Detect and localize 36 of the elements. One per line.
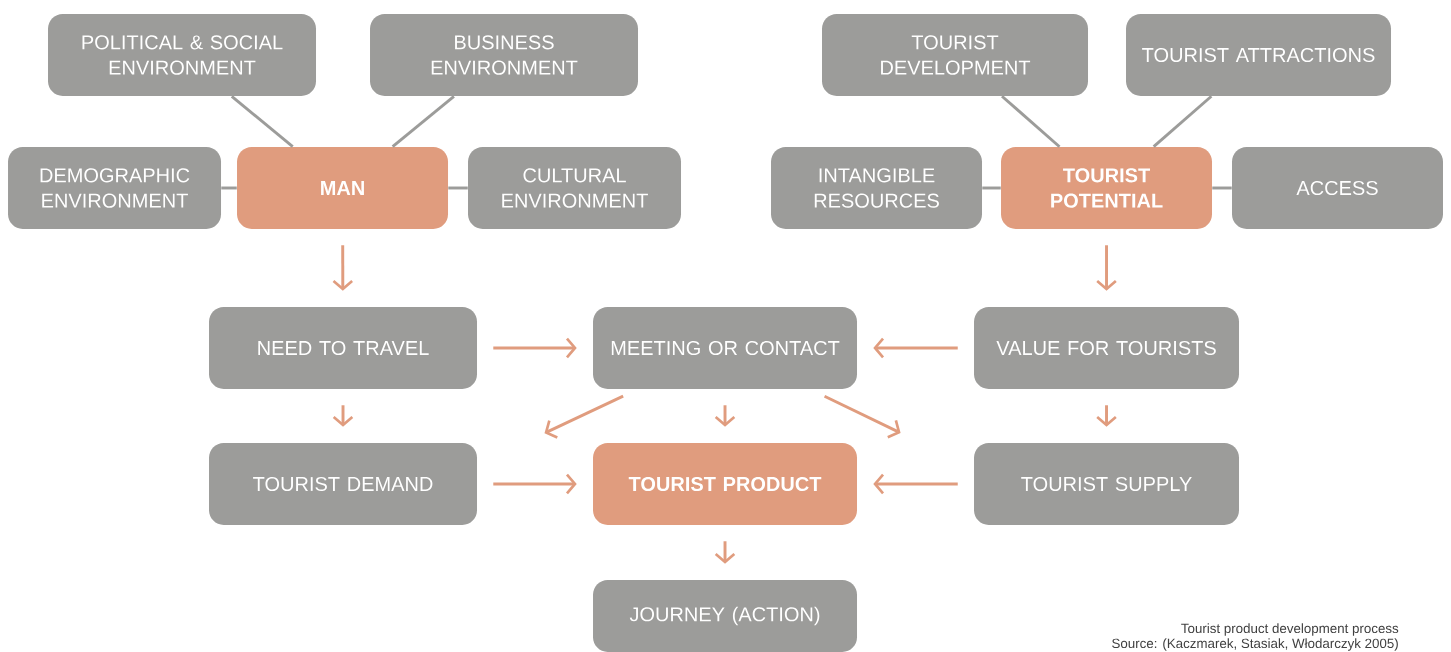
highlight-box: MAN (237, 147, 448, 229)
highlight-box: TOURIST POTENTIAL (1001, 147, 1212, 229)
arrow (714, 541, 736, 564)
process-box: ACCESS (1232, 147, 1443, 229)
process-box: TOURIST DEMAND (209, 443, 477, 525)
process-box: INTANGIBLE RESOURCES (771, 147, 982, 229)
connector-line (448, 186, 468, 190)
arrow (873, 473, 958, 495)
process-box: NEED TO TRAVEL (209, 307, 477, 389)
process-box: POLITICAL & SOCIAL ENVIRONMENT (48, 14, 316, 96)
connector-line (1001, 95, 1061, 148)
arrow (332, 245, 353, 291)
process-box: CULTURAL ENVIRONMENT (468, 147, 681, 229)
source-note: Source: (Kaczmarek, Stasiak, Włodarczyk 2005) (1112, 638, 1398, 651)
connector-line (1152, 95, 1213, 148)
arrow (823, 394, 901, 439)
arrow (1096, 245, 1117, 291)
connector-line (982, 186, 1001, 190)
process-box: TOURIST ATTRACTIONS (1126, 14, 1391, 96)
process-box: TOURIST DEVELOPMENT (822, 14, 1088, 96)
process-box: MEETING OR CONTACT (593, 307, 857, 389)
arrow (493, 473, 577, 495)
process-box: TOURIST SUPPLY (974, 443, 1239, 525)
arrow (544, 394, 624, 439)
arrow (873, 337, 958, 359)
process-box: JOURNEY (ACTION) (593, 580, 857, 652)
process-box: BUSINESS ENVIRONMENT (370, 14, 638, 96)
highlight-box: TOURIST PRODUCT (593, 443, 857, 525)
connector-line (391, 95, 455, 148)
arrow (493, 337, 577, 359)
process-box: VALUE FOR TOURISTS (974, 307, 1239, 389)
caption: Tourist product development process (1181, 623, 1399, 636)
process-box: DEMOGRAPHIC ENVIRONMENT (8, 147, 221, 229)
connector-line (1212, 186, 1232, 190)
connector-line (230, 95, 294, 148)
connector-line (221, 186, 237, 190)
